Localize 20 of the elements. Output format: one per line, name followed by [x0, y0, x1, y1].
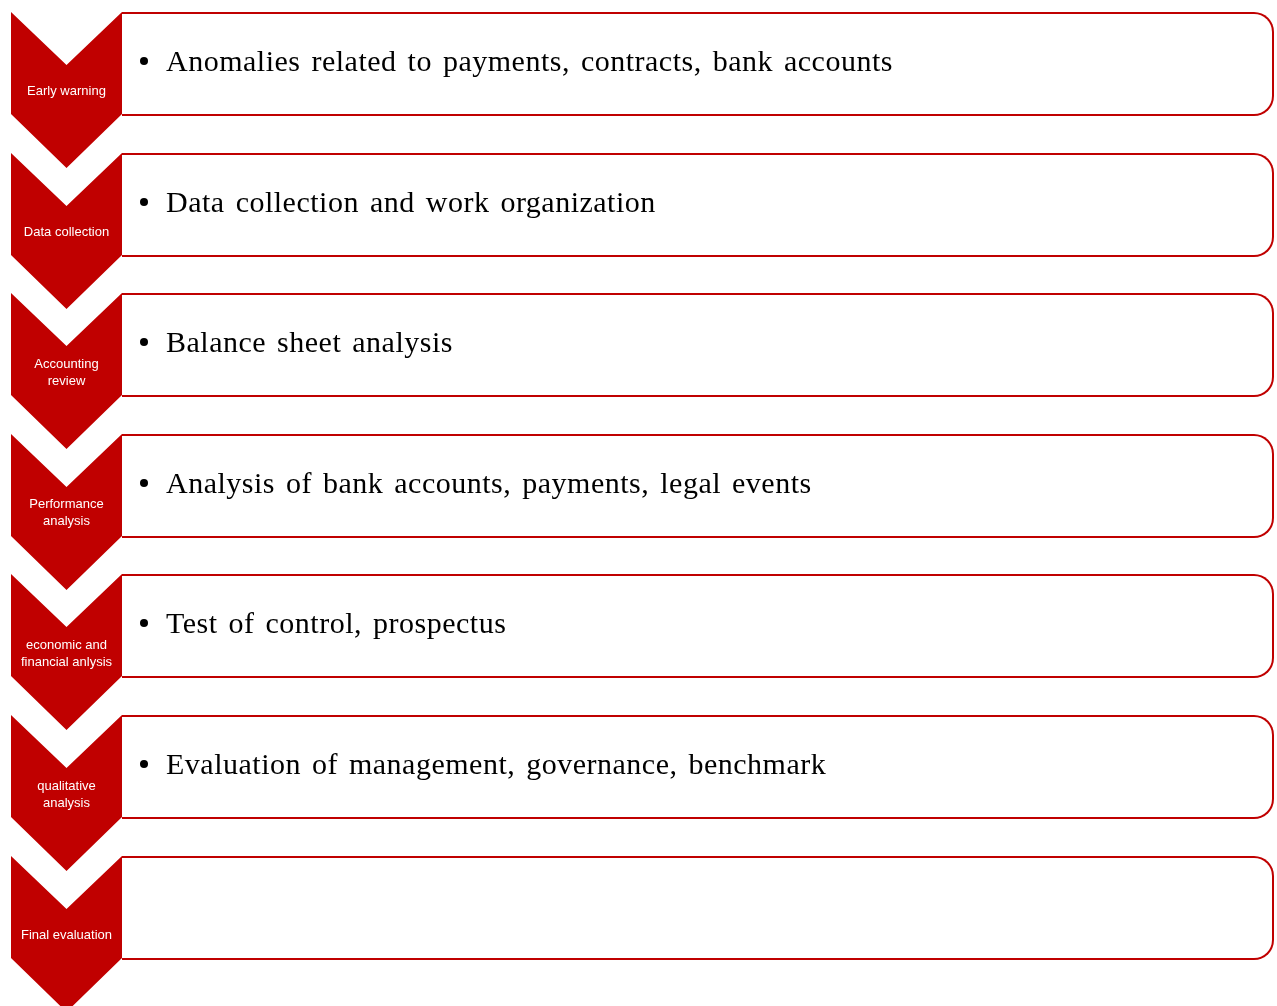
- content-box: [122, 574, 1274, 679]
- step-description: Evaluation of management, governance, benchmark: [166, 747, 827, 781]
- content-box: [122, 152, 1274, 257]
- step-description: Balance sheet analysis: [166, 325, 453, 360]
- content-box: [122, 855, 1274, 960]
- content-box: [122, 12, 1274, 116]
- step-label: qualitative analysis: [36, 776, 97, 811]
- step-label: Performance analysis: [28, 495, 105, 530]
- step-label: Data collection: [23, 222, 110, 240]
- step-description: Data collection and work organization: [166, 184, 656, 219]
- content-box: [122, 715, 1274, 819]
- step-description: Anomalies related to payments, contracts, bank accounts: [166, 44, 893, 78]
- content-box: [122, 293, 1274, 398]
- step-description: Test of control, prospectus: [166, 606, 507, 641]
- step-label: Final evaluation: [20, 925, 113, 943]
- step-label: economic and financial anlysis: [19, 635, 113, 670]
- step-label: Accounting review: [33, 354, 100, 389]
- step-label: Early warning: [27, 82, 106, 99]
- content-box: [122, 433, 1274, 538]
- step-description: Analysis of bank accounts, payments, legal events: [166, 465, 812, 500]
